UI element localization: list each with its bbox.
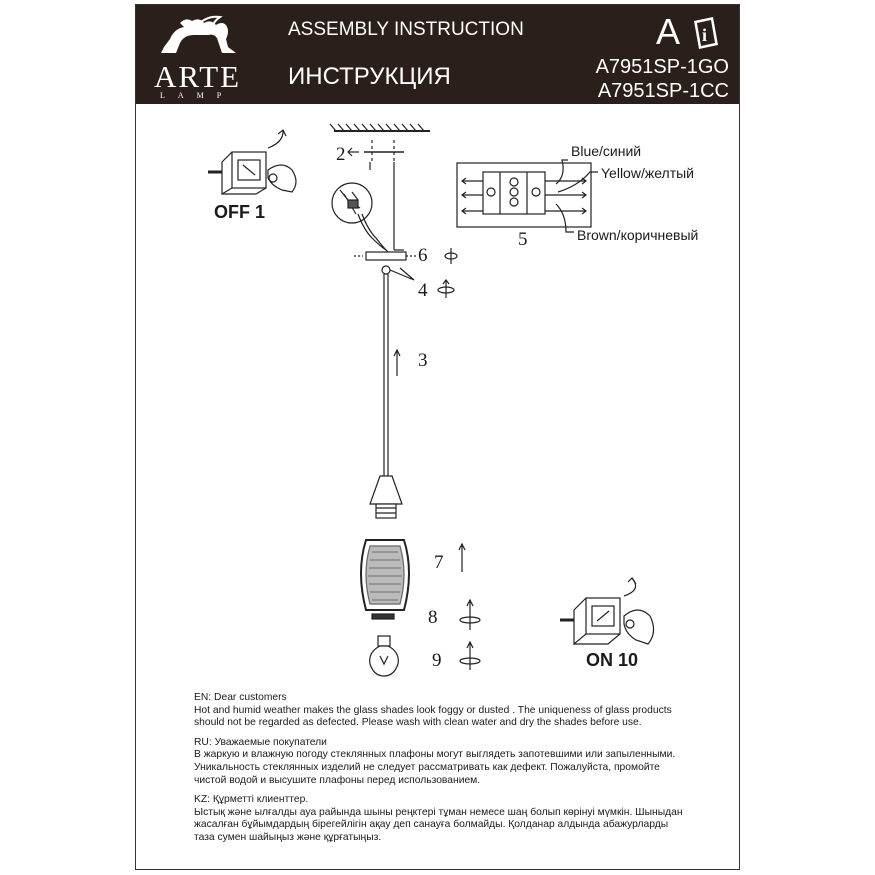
note-kz-line: Ыстық және ылғалды ауа райында шыны реңк… — [194, 806, 683, 818]
cable-icon — [383, 274, 389, 476]
step-3-label: 3 — [418, 350, 428, 371]
step-7-label: 7 — [434, 552, 444, 573]
socket-icon — [369, 475, 403, 519]
switch-on-icon — [560, 577, 655, 646]
rotate-up-icon — [437, 279, 455, 298]
note-en-heading: EN: Dear customers — [194, 692, 287, 703]
step-2-label: 2 — [336, 144, 346, 165]
step-3-arrow-icon — [393, 348, 401, 376]
header: ARTE LAMP ASSEMBLY INSTRUCTION ИНСТРУКЦИ… — [136, 5, 739, 104]
title-english: ASSEMBLY INSTRUCTION — [288, 19, 524, 40]
model-number-2: A7951SP-1CC — [597, 80, 729, 102]
note-ru-line: чистой водой и высушите плафоны перед ис… — [194, 774, 481, 786]
svg-text:i: i — [702, 25, 707, 45]
brand-name: ARTE — [154, 59, 242, 94]
step-1-label: OFF 1 — [214, 202, 266, 222]
note-ru-line: Уникальность стеклянных изделий не следу… — [194, 761, 660, 773]
brand-subtitle: LAMP — [160, 91, 235, 100]
light-bulb-icon — [369, 635, 481, 677]
model-number-1: A7951SP-1GO — [595, 56, 729, 78]
screw-turn-icon — [444, 248, 458, 264]
header-bar — [136, 5, 739, 104]
canopy-icon — [354, 251, 418, 281]
step-5-label: 5 — [518, 229, 528, 250]
step-8-label: 8 — [428, 607, 438, 628]
wire-brown-label: Brown/коричневый — [577, 227, 699, 243]
wiring-detail-icon — [331, 170, 404, 253]
wire-yellow-label: Yellow/желтый — [601, 165, 694, 181]
step-6-label: 6 — [418, 245, 428, 266]
switch-off-icon — [208, 129, 297, 196]
note-ru-line: В жаркую и влажную погоду стеклянных пла… — [194, 749, 676, 761]
title-russian: ИНСТРУКЦИЯ — [288, 63, 451, 90]
step-9-label: 9 — [432, 650, 442, 671]
lion-logo-icon — [161, 15, 236, 53]
step-10-label: ON 10 — [586, 650, 639, 670]
step-4-label: 4 — [418, 280, 428, 301]
retaining-ring-icon — [371, 598, 481, 630]
note-ru-heading: RU: Уважаемые покупатели — [194, 736, 327, 748]
class-letter: A — [656, 11, 681, 52]
note-kz-line: жасалған бұйымдардың бірегейлігін ақау д… — [194, 819, 669, 831]
note-kz-line: таза сумен шайыңыз және құрғатыңыз. — [194, 831, 382, 843]
glass-shade-icon — [360, 539, 466, 611]
info-book-icon: i — [694, 17, 718, 49]
ceiling-bracket-icon — [329, 123, 430, 170]
terminal-block-icon — [456, 159, 598, 233]
note-en-line: should not be regarded as defected. Plea… — [194, 717, 642, 729]
wire-blue-label: Blue/синий — [571, 143, 642, 159]
note-en-line: Hot and humid weather makes the glass sh… — [194, 704, 672, 716]
instruction-sheet — [135, 4, 740, 870]
note-kz-heading: KZ: Құрметті клиенттер. — [194, 794, 309, 806]
care-notes: EN: Dear customers Hot and humid weather… — [194, 692, 734, 845]
